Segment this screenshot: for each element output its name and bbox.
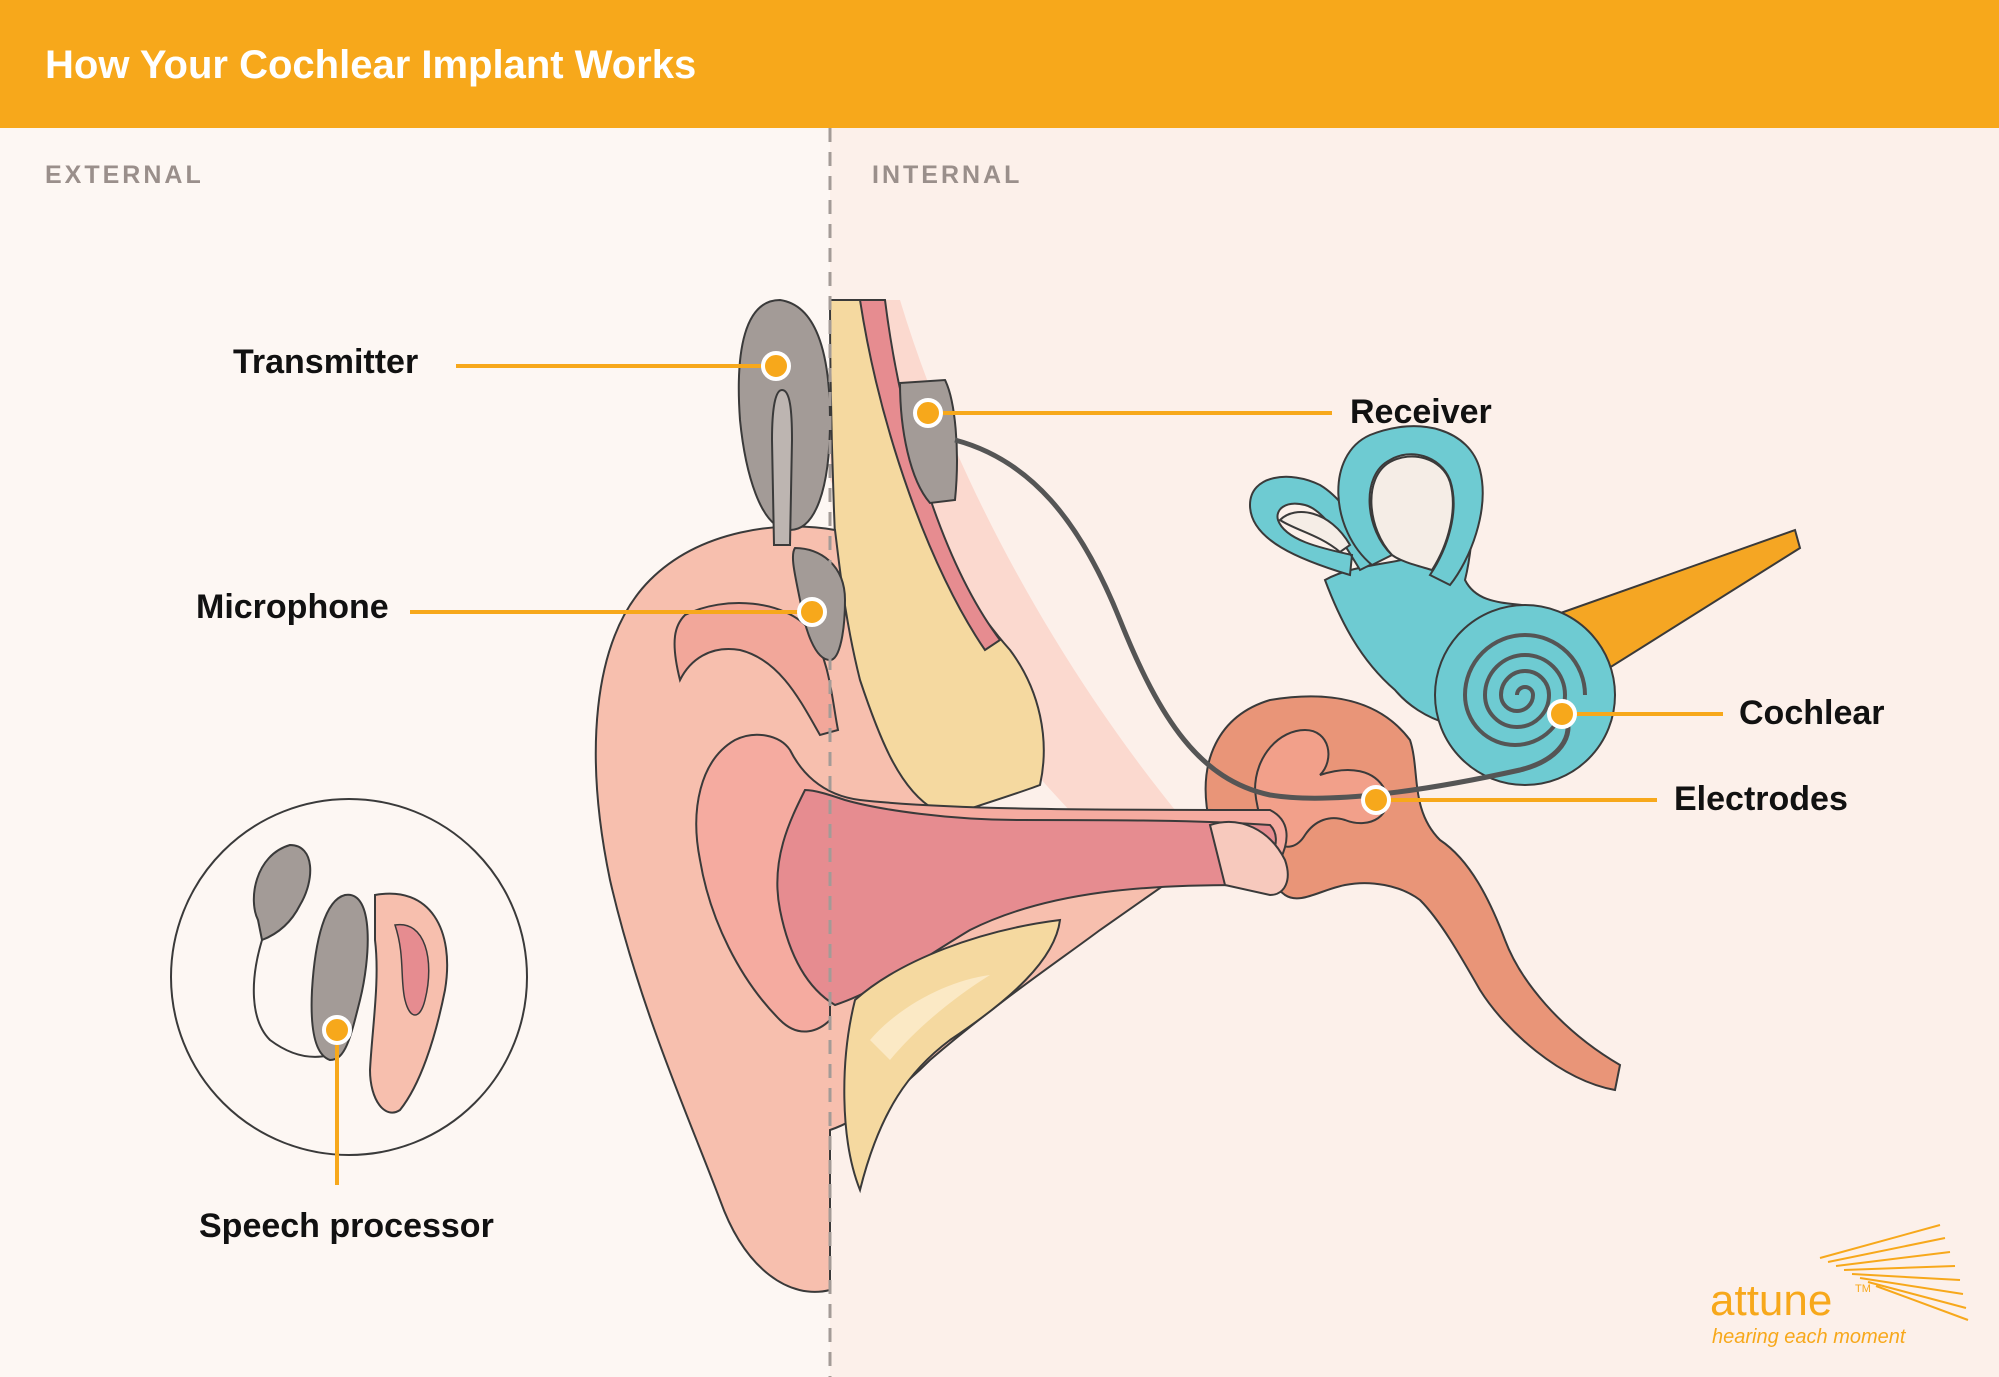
- label-speech-processor: Speech processor: [199, 1207, 494, 1245]
- inset-ear-fold: [394, 923, 430, 1016]
- header-bar: [0, 0, 1999, 128]
- label-microphone: Microphone: [196, 588, 389, 626]
- cochlea-spiral: [1462, 633, 1587, 747]
- brand-trademark: TM: [1855, 1283, 1871, 1295]
- speech-processor-inset: [170, 798, 528, 1156]
- section-label-internal: INTERNAL: [872, 161, 1022, 189]
- attune-logo: attune TM hearing each moment: [1710, 1224, 1969, 1348]
- section-label-external: EXTERNAL: [45, 161, 204, 189]
- brand-tagline: hearing each moment: [1712, 1326, 1907, 1348]
- skull-bone-lower: [843, 918, 1062, 1194]
- dot-electrodes: [1361, 785, 1391, 815]
- dot-speech-processor: [322, 1015, 352, 1045]
- eardrum: [1208, 820, 1289, 897]
- transmitter-cable: [770, 388, 794, 546]
- dot-cochlear: [1547, 699, 1577, 729]
- ear-canal: [776, 788, 1277, 1007]
- inset-cable: [252, 939, 331, 1058]
- outer-ear: [594, 525, 1289, 1293]
- inset-transmitter: [252, 843, 312, 942]
- page-title: How Your Cochlear Implant Works: [45, 43, 696, 87]
- inset-processor: [310, 893, 369, 1062]
- callout-dots: [322, 351, 1577, 1045]
- bone-highlight-lower: [870, 975, 990, 1060]
- dot-microphone: [797, 597, 827, 627]
- cochlea: [1434, 604, 1616, 786]
- label-receiver: Receiver: [1350, 393, 1492, 431]
- callouts: [335, 364, 1723, 1185]
- dot-transmitter: [761, 351, 791, 381]
- canal-inner-top: [1370, 455, 1454, 572]
- brand-name: attune: [1710, 1276, 1832, 1325]
- dot-receiver: [913, 398, 943, 428]
- label-electrodes: Electrodes: [1674, 780, 1848, 818]
- label-cochlear: Cochlear: [1739, 694, 1885, 732]
- helix-fold: [673, 602, 840, 737]
- label-transmitter: Transmitter: [233, 343, 418, 381]
- inner-ear: [1248, 425, 1802, 786]
- logo-rays-icon: [1819, 1224, 1969, 1321]
- electrode-lead: [954, 437, 1571, 801]
- semicircular-canal-top: [1337, 425, 1484, 587]
- canal-inner-left: [1278, 511, 1352, 554]
